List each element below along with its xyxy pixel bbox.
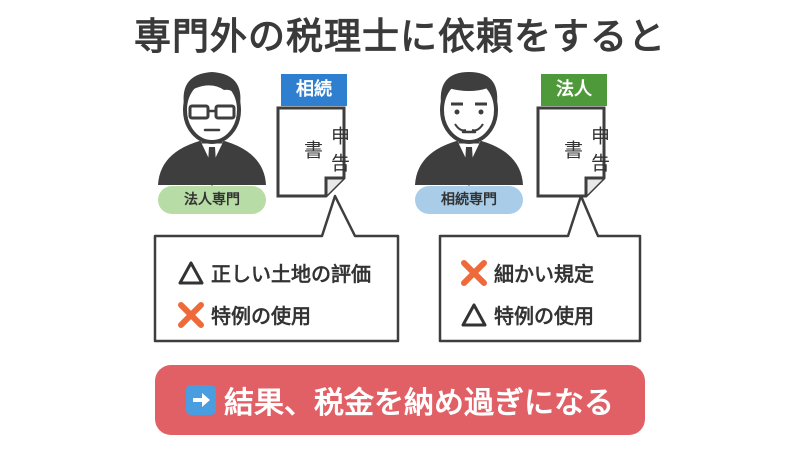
left-item-2-text: 特例の使用 xyxy=(211,304,311,328)
doc-tag-right: 法人 xyxy=(541,74,607,106)
result-banner: 結果、税金を納め過ぎになる xyxy=(155,365,645,435)
person-left-icon xyxy=(158,72,266,186)
right-item-2: 特例の使用 xyxy=(460,300,594,329)
document-right-icon xyxy=(536,106,606,198)
person-label-left: 法人専門 xyxy=(158,186,266,214)
result-banner-text: 結果、税金を納め過ぎになる xyxy=(224,386,614,421)
doc-text-right: 申告書 xyxy=(561,126,610,180)
doc-text-left: 申告書 xyxy=(301,126,350,180)
right-item-1: 細かい規定 xyxy=(460,258,594,287)
triangle-icon xyxy=(461,303,487,326)
right-item-2-text: 特例の使用 xyxy=(494,304,594,328)
right-item-1-text: 細かい規定 xyxy=(494,262,594,286)
cross-icon xyxy=(178,301,204,328)
page-title: 専門外の税理士に依頼をすると xyxy=(134,15,666,58)
left-item-1: 正しい土地の評価 xyxy=(177,258,371,287)
triangle-icon xyxy=(178,261,204,284)
speech-bubble-right xyxy=(438,194,642,343)
doc-tag-left: 相続 xyxy=(281,74,347,106)
speech-bubble-left xyxy=(153,194,400,343)
document-left-icon xyxy=(276,106,346,198)
cross-icon xyxy=(461,259,487,286)
left-item-2: 特例の使用 xyxy=(177,300,311,329)
person-right-icon xyxy=(415,72,523,186)
arrow-right-icon xyxy=(186,385,216,415)
left-item-1-text: 正しい土地の評価 xyxy=(211,262,371,286)
person-label-right: 相続専門 xyxy=(415,186,523,214)
